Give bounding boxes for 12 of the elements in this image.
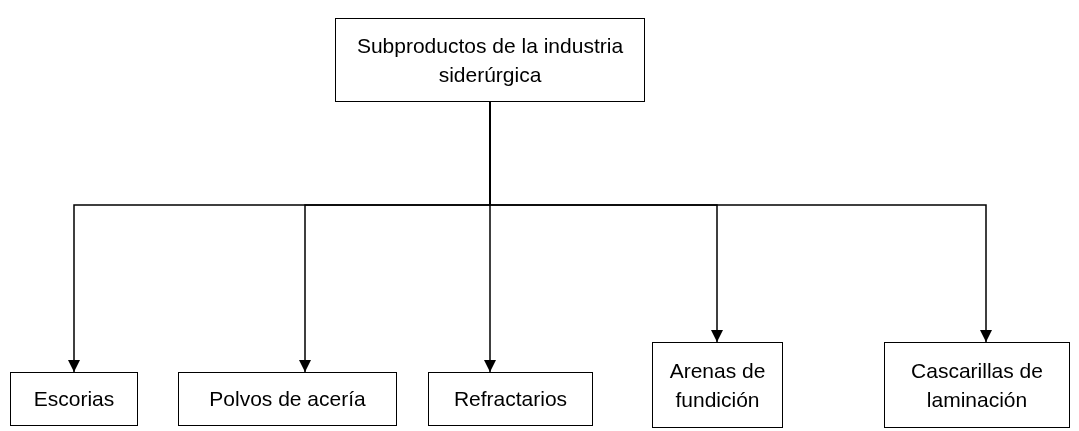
box-label: Polvos de acería <box>209 386 366 413</box>
category-box <box>10 372 138 426</box>
category-box <box>428 372 593 426</box>
category-box <box>335 18 645 102</box>
category-box <box>178 372 397 426</box>
box-label: Arenas de fundición <box>668 357 767 413</box>
category-box <box>652 342 783 428</box>
box-label: Refractarios <box>453 386 568 413</box>
box-label: Escorias <box>33 386 115 413</box>
box-label: Cascarillas de laminación <box>910 357 1044 413</box>
category-box <box>884 342 1070 428</box>
box-label: Subproductos de la industria siderúrgica <box>355 32 625 88</box>
